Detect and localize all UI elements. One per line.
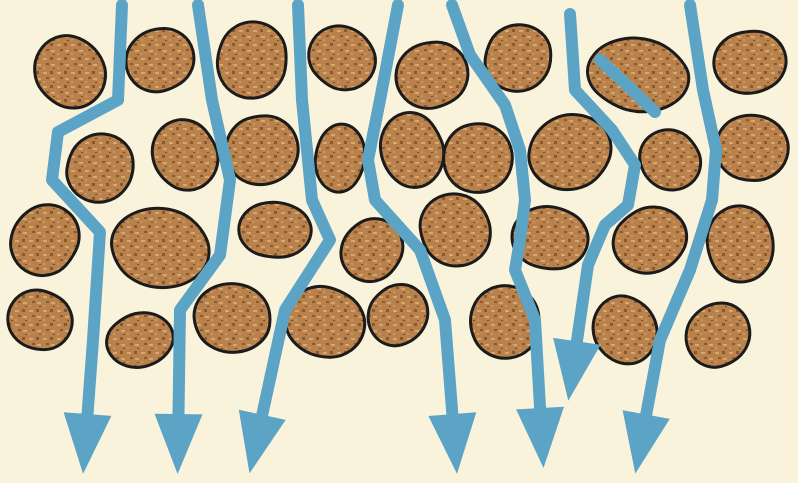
soil-particle: [420, 194, 490, 266]
soil-particle: [686, 303, 750, 367]
soil-particle: [396, 42, 468, 108]
soil-particle: [707, 206, 773, 282]
soil-particle: [194, 284, 270, 353]
soil-particle: [8, 290, 73, 350]
soil-particle: [716, 115, 789, 180]
soil-particle: [126, 28, 194, 91]
soil-particle: [217, 22, 286, 98]
soil-particle: [640, 130, 701, 190]
soil-particle: [444, 124, 513, 193]
soil-particle: [714, 31, 786, 93]
soil-particle: [239, 202, 311, 257]
soil-particle: [226, 116, 298, 185]
soil-particle: [315, 124, 365, 192]
soil-particle: [67, 134, 133, 202]
soil-particle: [111, 208, 209, 287]
